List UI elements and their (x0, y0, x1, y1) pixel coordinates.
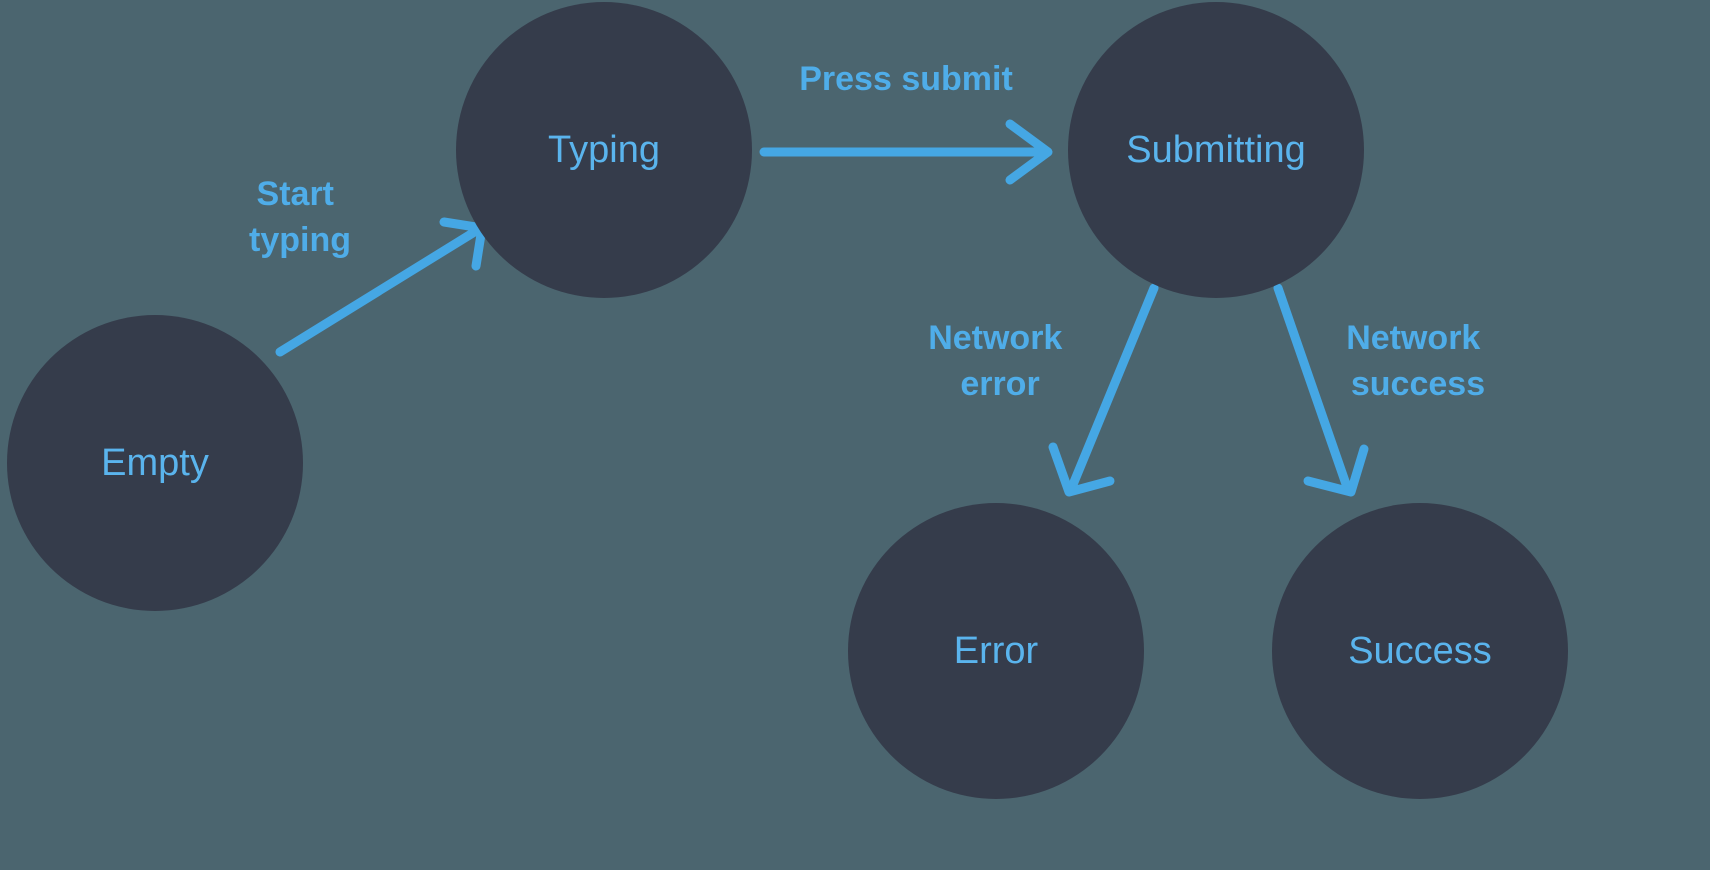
edge-press-submit: Press submit (759, 60, 1053, 185)
edge-network-error: Network error (928, 283, 1159, 497)
edge-start-typing: Start typing (249, 175, 487, 357)
edge-label-line: Network (928, 319, 1062, 357)
state-node-success[interactable]: Success (1272, 503, 1568, 799)
state-node-error[interactable]: Error (848, 503, 1144, 799)
edge-line (1273, 283, 1352, 492)
state-node-label: Error (954, 630, 1039, 672)
arrowhead-icon (1303, 444, 1369, 497)
state-node-label: Submitting (1126, 129, 1306, 171)
state-node-shape[interactable] (456, 2, 752, 298)
edge-label-line: typing (249, 221, 351, 259)
state-node-shape[interactable] (7, 315, 303, 611)
edge-label-line: Press submit (799, 60, 1013, 98)
arrowhead-icon (1048, 442, 1115, 497)
state-node-submitting[interactable]: Submitting (1068, 2, 1364, 298)
state-node-typing[interactable]: Typing (456, 2, 752, 298)
edge-label-network-success: Network success (1346, 319, 1490, 403)
edge-line (275, 226, 481, 357)
edge-label-line: error (960, 365, 1039, 403)
state-node-label: Typing (548, 129, 660, 171)
state-node-empty[interactable]: Empty (7, 315, 303, 611)
edge-label-line: Network (1346, 319, 1480, 357)
edge-network-success: Network success (1273, 283, 1490, 497)
state-node-shape[interactable] (1272, 503, 1568, 799)
state-node-label: Empty (101, 442, 209, 484)
edge-label-line: success (1351, 365, 1485, 403)
arrowhead-icon (1005, 119, 1053, 185)
edge-label-start-typing: Start typing (249, 175, 351, 259)
edge-label-network-error: Network error (928, 319, 1072, 403)
state-node-shape[interactable] (848, 503, 1144, 799)
edge-label-press-submit: Press submit (799, 60, 1013, 98)
state-node-shape[interactable] (1068, 2, 1364, 298)
edge-line (1067, 283, 1159, 492)
edge-label-line: Start (257, 175, 334, 213)
state-node-label: Success (1348, 630, 1492, 672)
